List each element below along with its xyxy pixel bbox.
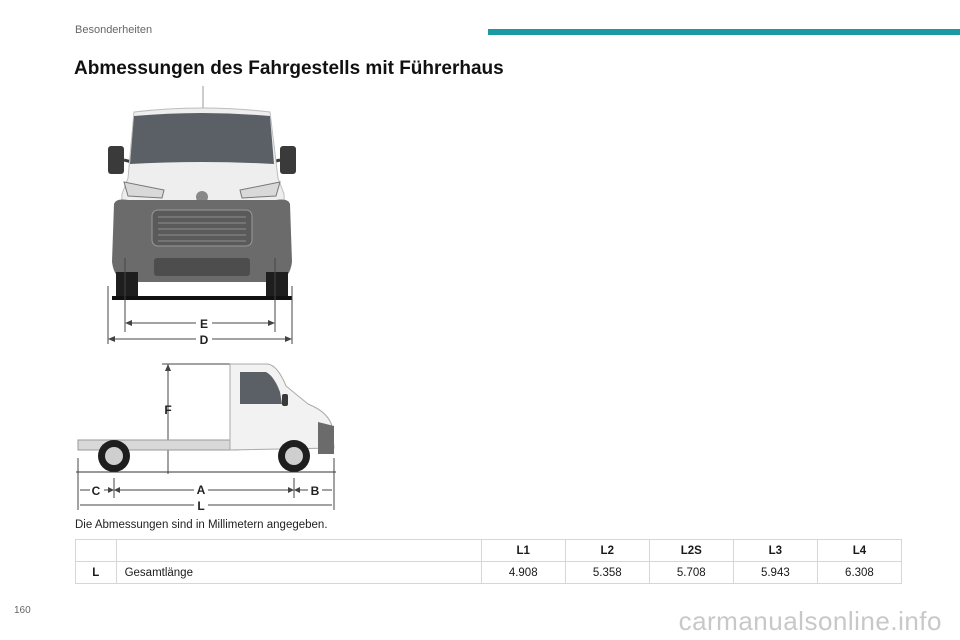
table-header-row: L1 L2 L2S L3 L4 <box>75 539 903 562</box>
table-header-code <box>75 539 117 562</box>
dimension-label-e: E <box>200 317 208 331</box>
cell-l2: 5.358 <box>564 561 650 584</box>
cell-l2s: 5.708 <box>648 561 734 584</box>
vehicle-dimension-figure: E D F <box>72 86 352 514</box>
section-label: Besonderheiten <box>75 24 153 36</box>
dimension-label-c: C <box>92 484 101 498</box>
front-right-wheel <box>266 272 288 298</box>
side-view: F <box>76 363 336 513</box>
cell-l1: 4.908 <box>480 561 566 584</box>
table-header-l2: L2 <box>564 539 650 562</box>
header-accent-bar <box>488 29 960 35</box>
front-view: E D <box>107 86 296 347</box>
right-mirror <box>280 146 296 174</box>
side-window <box>240 372 282 404</box>
table-row: L Gesamtlänge 4.908 5.358 5.708 5.943 6.… <box>75 561 903 584</box>
table-header-l4: L4 <box>816 539 903 562</box>
left-mirror <box>108 146 124 174</box>
dimensions-table: L1 L2 L2S L3 L4 L Gesamtlänge 4.908 5.35… <box>75 539 903 584</box>
dimension-label-d: D <box>200 333 209 347</box>
dimension-label-l: L <box>197 499 204 513</box>
cell-l3: 5.943 <box>732 561 818 584</box>
dimension-label-b: B <box>311 484 320 498</box>
units-note: Die Abmessungen sind in Millimetern ange… <box>75 519 328 531</box>
page-number: 160 <box>14 605 31 616</box>
cell-l4: 6.308 <box>816 561 903 584</box>
vehicle-drawing: E D F <box>76 86 336 513</box>
table-header-l2s: L2S <box>648 539 734 562</box>
dimension-label-a: A <box>197 483 206 497</box>
table-header-label <box>115 539 482 562</box>
page-title: Abmessungen des Fahrgestells mit Führerh… <box>74 58 504 79</box>
windshield <box>130 113 274 164</box>
table-header-l1: L1 <box>480 539 566 562</box>
row-code: L <box>75 561 117 584</box>
watermark: carmanualsonline.info <box>678 606 942 636</box>
front-left-wheel <box>116 272 138 298</box>
table-header-l3: L3 <box>732 539 818 562</box>
dimension-label-f: F <box>164 403 171 417</box>
row-label: Gesamtlänge <box>115 561 482 584</box>
